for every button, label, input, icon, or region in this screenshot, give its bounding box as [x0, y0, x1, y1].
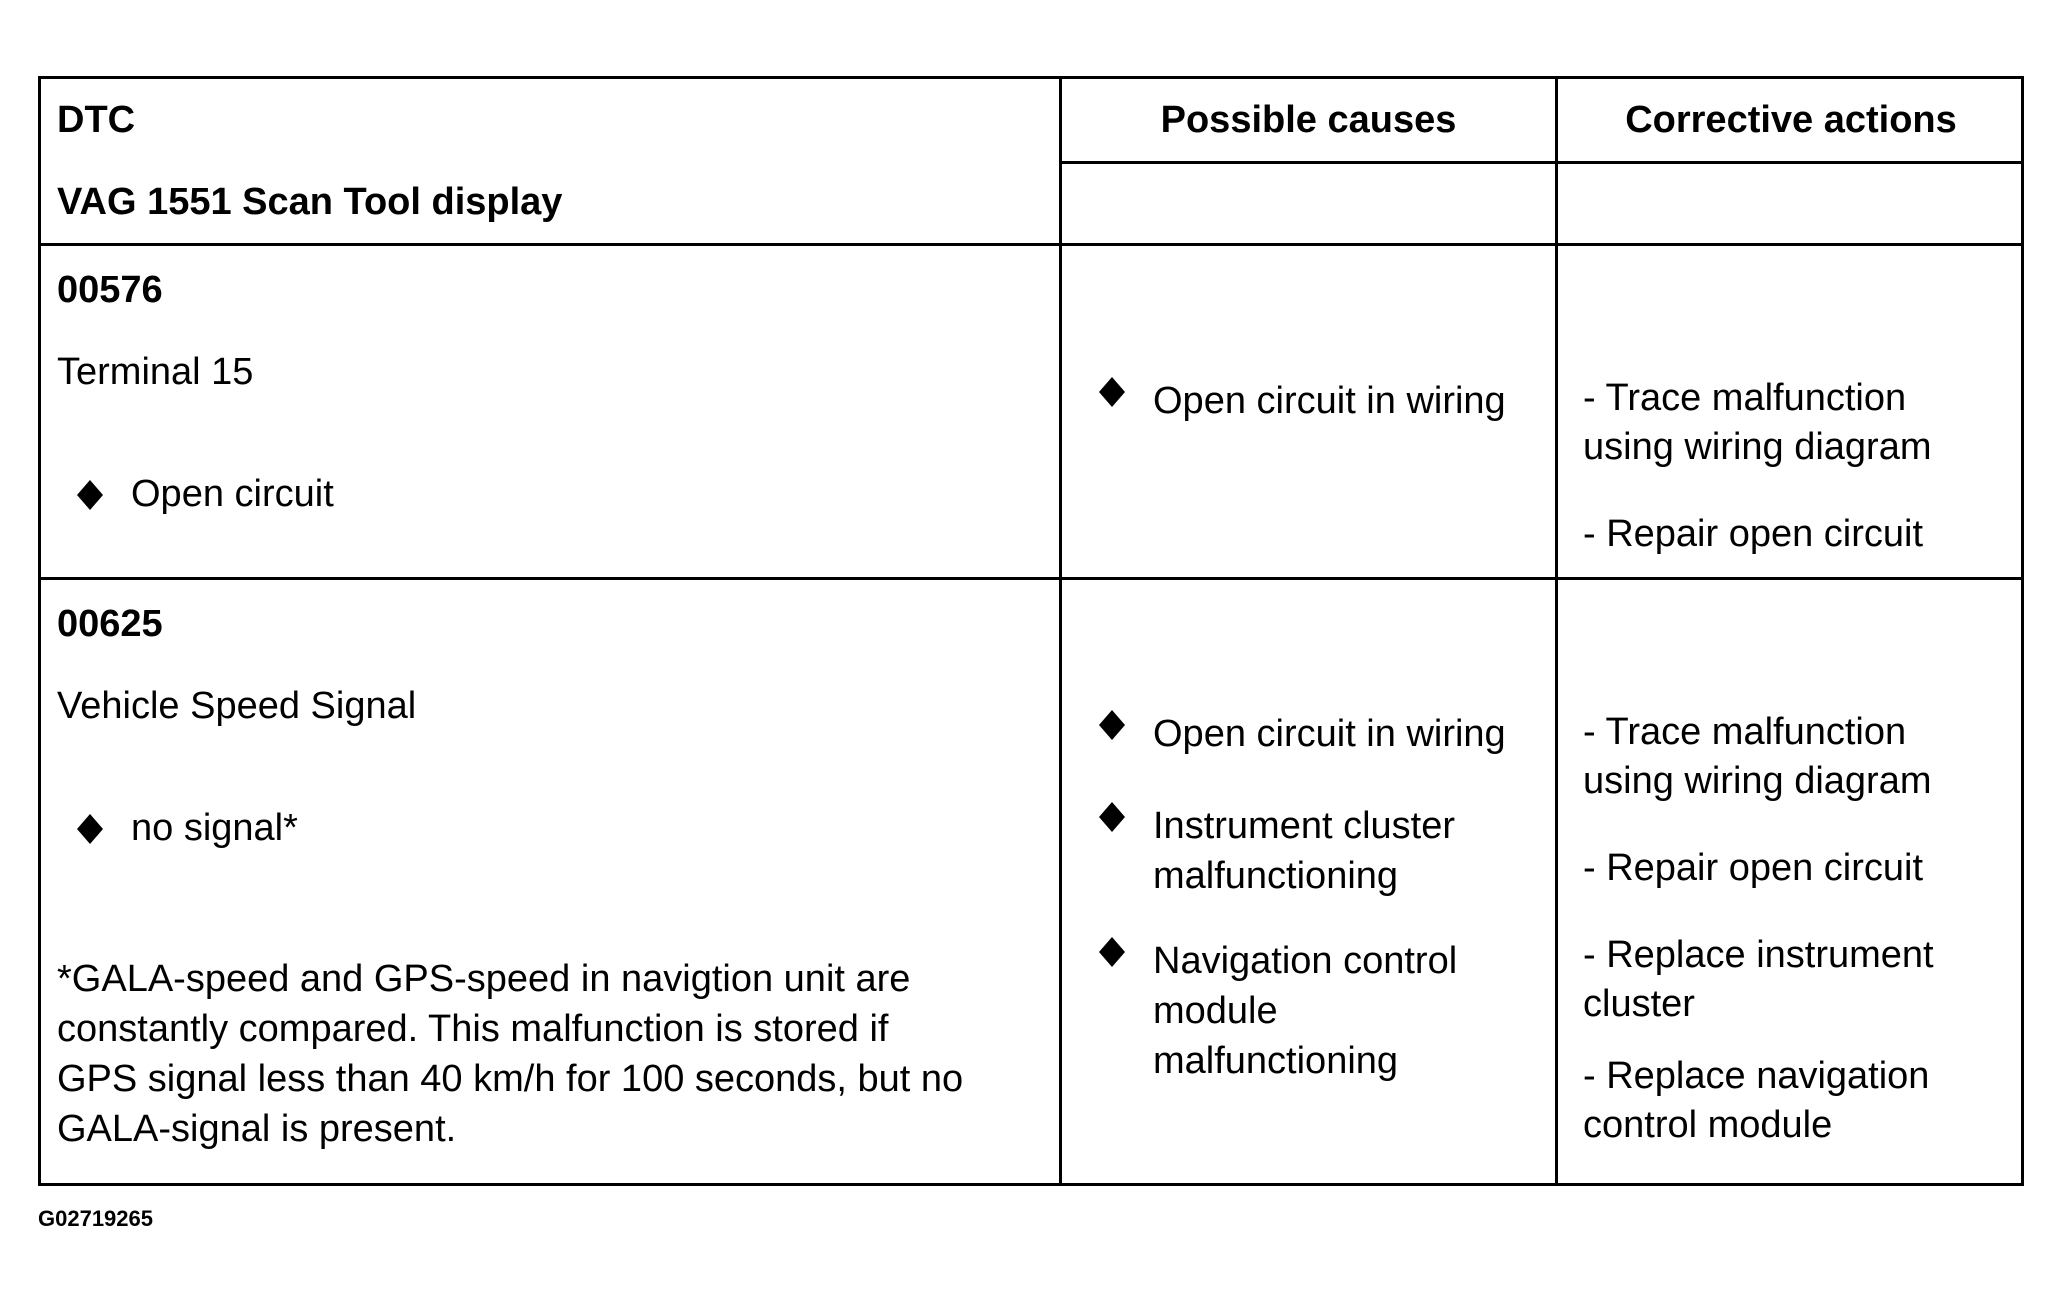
corrective-action: - Trace malfunction — [1583, 711, 1907, 753]
corrective-action: - Trace malfunction — [1583, 377, 1907, 419]
dtc-name: Vehicle Speed Signal — [57, 685, 417, 727]
corrective-action: - Repair open circuit — [1583, 847, 1924, 889]
footnote-line: constantly compared. This malfunction is… — [57, 1008, 889, 1050]
footnote-line: GALA-signal is present. — [57, 1108, 457, 1150]
dtc-code: 00576 — [57, 269, 163, 311]
corrective-action: - Repair open circuit — [1583, 513, 1924, 555]
header-scan-tool-display: VAG 1551 Scan Tool display — [57, 181, 563, 223]
possible-cause: Open circuit in wiring — [1153, 713, 1506, 755]
figure-id: G02719265 — [38, 1206, 153, 1231]
header-possible-causes: Possible causes — [1160, 99, 1457, 141]
diamond-bullet-icon — [1099, 377, 1125, 407]
dtc-code: 00625 — [57, 603, 163, 645]
corrective-action: - Replace navigation — [1583, 1055, 1930, 1097]
dtc-table: DTC VAG 1551 Scan Tool display Possible … — [38, 76, 2024, 1186]
footnote-line: GPS signal less than 40 km/h for 100 sec… — [57, 1058, 964, 1100]
corrective-action: control module — [1583, 1104, 1833, 1146]
possible-cause: Navigation control — [1153, 940, 1458, 982]
diamond-bullet-icon — [77, 480, 103, 510]
row-divider-1 — [41, 243, 2021, 246]
dtc-condition: no signal* — [131, 807, 298, 849]
column-divider-2 — [1555, 79, 1558, 1183]
possible-cause: malfunctioning — [1153, 1040, 1399, 1082]
possible-cause: Instrument cluster — [1153, 805, 1455, 847]
possible-cause: module — [1153, 990, 1278, 1032]
header-dtc: DTC — [57, 99, 136, 141]
column-divider-1 — [1059, 79, 1062, 1183]
row-divider-2 — [41, 577, 2021, 580]
header-corrective-actions: Corrective actions — [1625, 99, 1957, 141]
footnote-line: *GALA-speed and GPS-speed in navigtion u… — [57, 958, 911, 1000]
corrective-action: using wiring diagram — [1583, 760, 1932, 802]
diamond-bullet-icon — [1099, 937, 1125, 967]
diamond-bullet-icon — [1099, 710, 1125, 740]
dtc-name: Terminal 15 — [57, 351, 254, 393]
diamond-bullet-icon — [77, 814, 103, 844]
header-divider — [1059, 161, 2021, 164]
dtc-condition: Open circuit — [131, 473, 334, 515]
corrective-action: - Replace instrument — [1583, 934, 1934, 976]
corrective-action: using wiring diagram — [1583, 426, 1932, 468]
possible-cause: malfunctioning — [1153, 855, 1399, 897]
corrective-action: cluster — [1583, 983, 1695, 1025]
diamond-bullet-icon — [1099, 802, 1125, 832]
possible-cause: Open circuit in wiring — [1153, 380, 1506, 422]
